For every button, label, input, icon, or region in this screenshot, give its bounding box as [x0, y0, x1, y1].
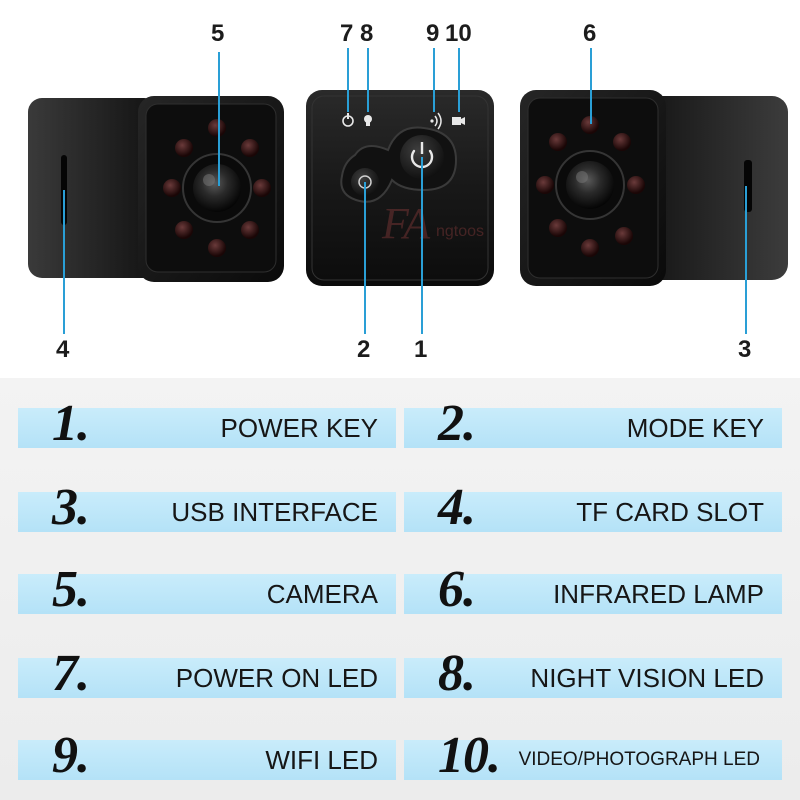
video-photograph-led-icon: [452, 117, 465, 125]
legend-label: VIDEO/PHOTOGRAPH LED: [518, 749, 760, 770]
parts-legend: 1. POWER KEY 2. MODE KEY 3. USB INTERFAC…: [0, 378, 800, 800]
camera-illustration: FA ngtoos: [28, 48, 788, 334]
legend-row: 2. MODE KEY: [404, 396, 782, 452]
product-diagram: FA ngtoos: [0, 0, 800, 378]
legend-label: USB INTERFACE: [171, 497, 378, 527]
wifi-led-icon: [430, 112, 442, 130]
legend-label: TF CARD SLOT: [576, 497, 764, 527]
callout-7: 7: [340, 20, 354, 47]
legend-row: 5. CAMERA: [18, 562, 396, 618]
legend-label: INFRARED LAMP: [553, 579, 764, 609]
callout-5: 5: [211, 20, 225, 47]
watermark-small: ngtoos: [436, 223, 484, 240]
infrared-lamp: [581, 116, 599, 134]
legend-number: 7.: [52, 645, 90, 702]
legend-row: 7. POWER ON LED: [18, 646, 396, 702]
legend-row: 4. TF CARD SLOT: [404, 480, 782, 536]
legend-label: CAMERA: [266, 579, 378, 609]
legend-row: 9. WIFI LED: [18, 728, 396, 784]
callout-4: 4: [56, 336, 70, 363]
callout-lines: [63, 48, 747, 334]
right-camera: [520, 90, 788, 286]
callout-2: 2: [357, 336, 371, 363]
center-camera-back: FA ngtoos: [306, 90, 494, 286]
legend-row: 8. NIGHT VISION LED: [404, 646, 782, 702]
legend-label: POWER ON LED: [175, 663, 378, 693]
legend-number: 6.: [438, 561, 476, 618]
watermark-large: FA: [381, 199, 431, 248]
legend-label: MODE KEY: [626, 413, 764, 443]
power-on-led-icon: [342, 113, 354, 127]
legend-number: 2.: [438, 395, 476, 452]
legend-row: 3. USB INTERFACE: [18, 480, 396, 536]
legend-number: 5.: [52, 561, 90, 618]
legend-label: WIFI LED: [265, 745, 378, 775]
legend-number: 4.: [438, 479, 476, 536]
callout-3: 3: [738, 336, 752, 363]
legend-label: POWER KEY: [220, 413, 378, 443]
legend-number: 1.: [52, 395, 90, 452]
left-ir-lamps: [163, 119, 271, 257]
callout-8: 8: [360, 20, 374, 47]
legend-label: NIGHT VISION LED: [530, 663, 764, 693]
left-camera: [28, 96, 284, 282]
right-ir-lamps: [536, 116, 645, 257]
legend-number: 9.: [52, 727, 90, 784]
callout-10: 10: [445, 20, 472, 47]
callout-6: 6: [583, 20, 597, 47]
legend-number: 10.: [438, 727, 501, 784]
legend-number: 8.: [438, 645, 476, 702]
callout-9: 9: [426, 20, 440, 47]
night-vision-led-icon: [364, 115, 372, 126]
legend-number: 3.: [52, 479, 90, 536]
callout-1: 1: [414, 336, 428, 363]
camera-lens: [193, 164, 241, 212]
legend-row: 6. INFRARED LAMP: [404, 562, 782, 618]
legend-row: 1. POWER KEY: [18, 396, 396, 452]
legend-row: 10. VIDEO/PHOTOGRAPH LED: [404, 728, 782, 784]
